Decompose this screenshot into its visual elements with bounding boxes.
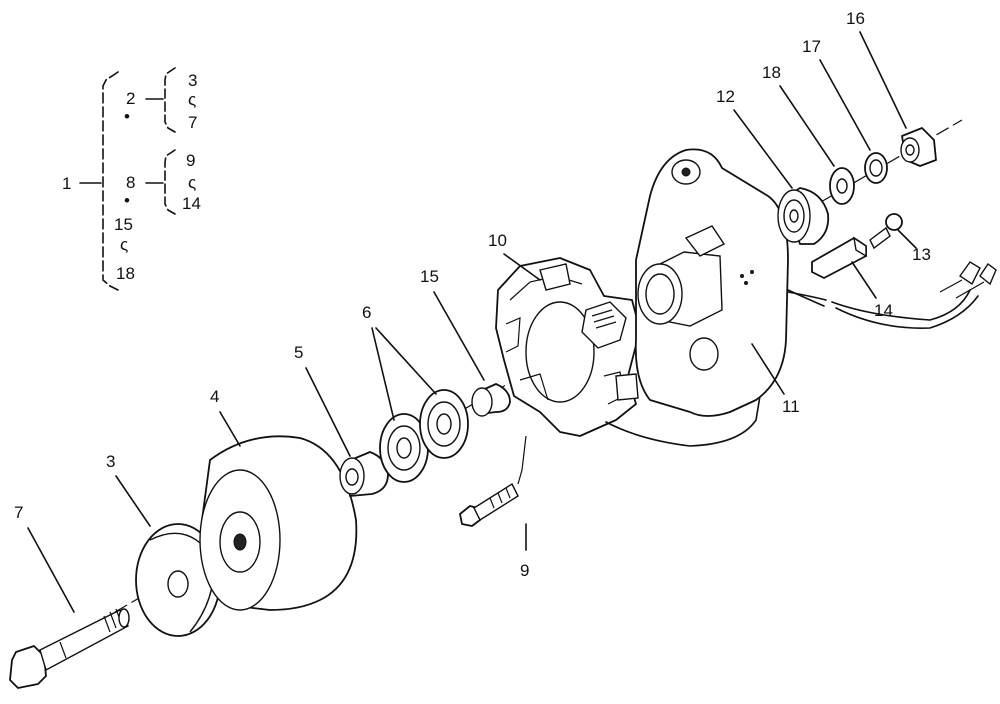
callout-part-16: 16 <box>846 9 865 28</box>
part-12-bearing <box>777 187 830 245</box>
callout-part-3: 3 <box>106 452 115 471</box>
tree-range-c-from: 15 <box>114 215 133 234</box>
part-18-washer <box>829 167 855 205</box>
tree-group-b-parent: 8 <box>126 173 135 192</box>
tree-group-a-from: 3 <box>188 71 197 90</box>
tree-range-c-to: 18 <box>116 264 135 283</box>
part-16-nut <box>900 127 937 167</box>
tree-range-c-symbol: ς <box>120 235 128 254</box>
part-10-stator <box>495 257 761 447</box>
callouts: 7 3 4 5 6 15 10 9 12 18 17 16 13 14 11 <box>14 9 931 613</box>
callout-part-14: 14 <box>874 301 893 320</box>
part-11-housing <box>634 148 997 417</box>
tree-group-b-to: 14 <box>182 194 201 213</box>
tree-group-b-from: 9 <box>186 151 195 170</box>
callout-part-5: 5 <box>294 343 303 362</box>
callout-part-18: 18 <box>762 63 781 82</box>
tree-root-label: 1 <box>62 174 71 193</box>
part-5-spacer <box>339 451 389 497</box>
part-15-bushing <box>471 383 511 417</box>
callout-part-6: 6 <box>362 303 371 322</box>
part-13-screw <box>869 213 903 250</box>
tree-group-b-symbol: ς <box>188 173 196 192</box>
callout-part-12: 12 <box>716 87 735 106</box>
callout-part-13: 13 <box>912 245 931 264</box>
tree-dot-2: • <box>124 191 130 210</box>
part-3-washer <box>135 523 221 637</box>
callout-part-17: 17 <box>802 37 821 56</box>
callout-part-4: 4 <box>210 387 219 406</box>
callout-part-7: 7 <box>14 503 23 522</box>
part-4-pulley <box>199 435 358 611</box>
part-17-lock-washer <box>864 152 888 184</box>
callout-part-9: 9 <box>520 561 529 580</box>
tree-group-a-to: 7 <box>188 113 197 132</box>
part-9-screw <box>459 435 527 527</box>
part-6-bearings <box>379 389 469 483</box>
tree-group-a-parent: 2 <box>126 89 135 108</box>
parts-hierarchy-tree: 1 2 3 ς 7 • 8 9 ς 14 • 15 ς 18 <box>62 67 201 291</box>
callout-part-11: 11 <box>782 397 800 416</box>
part-7-bolt <box>9 608 130 689</box>
tree-group-a-symbol: ς <box>188 90 196 109</box>
callout-part-10: 10 <box>488 231 507 250</box>
part-14-brush-holder <box>811 236 867 279</box>
tree-dot-1: • <box>124 107 130 126</box>
callout-part-15: 15 <box>420 267 439 286</box>
